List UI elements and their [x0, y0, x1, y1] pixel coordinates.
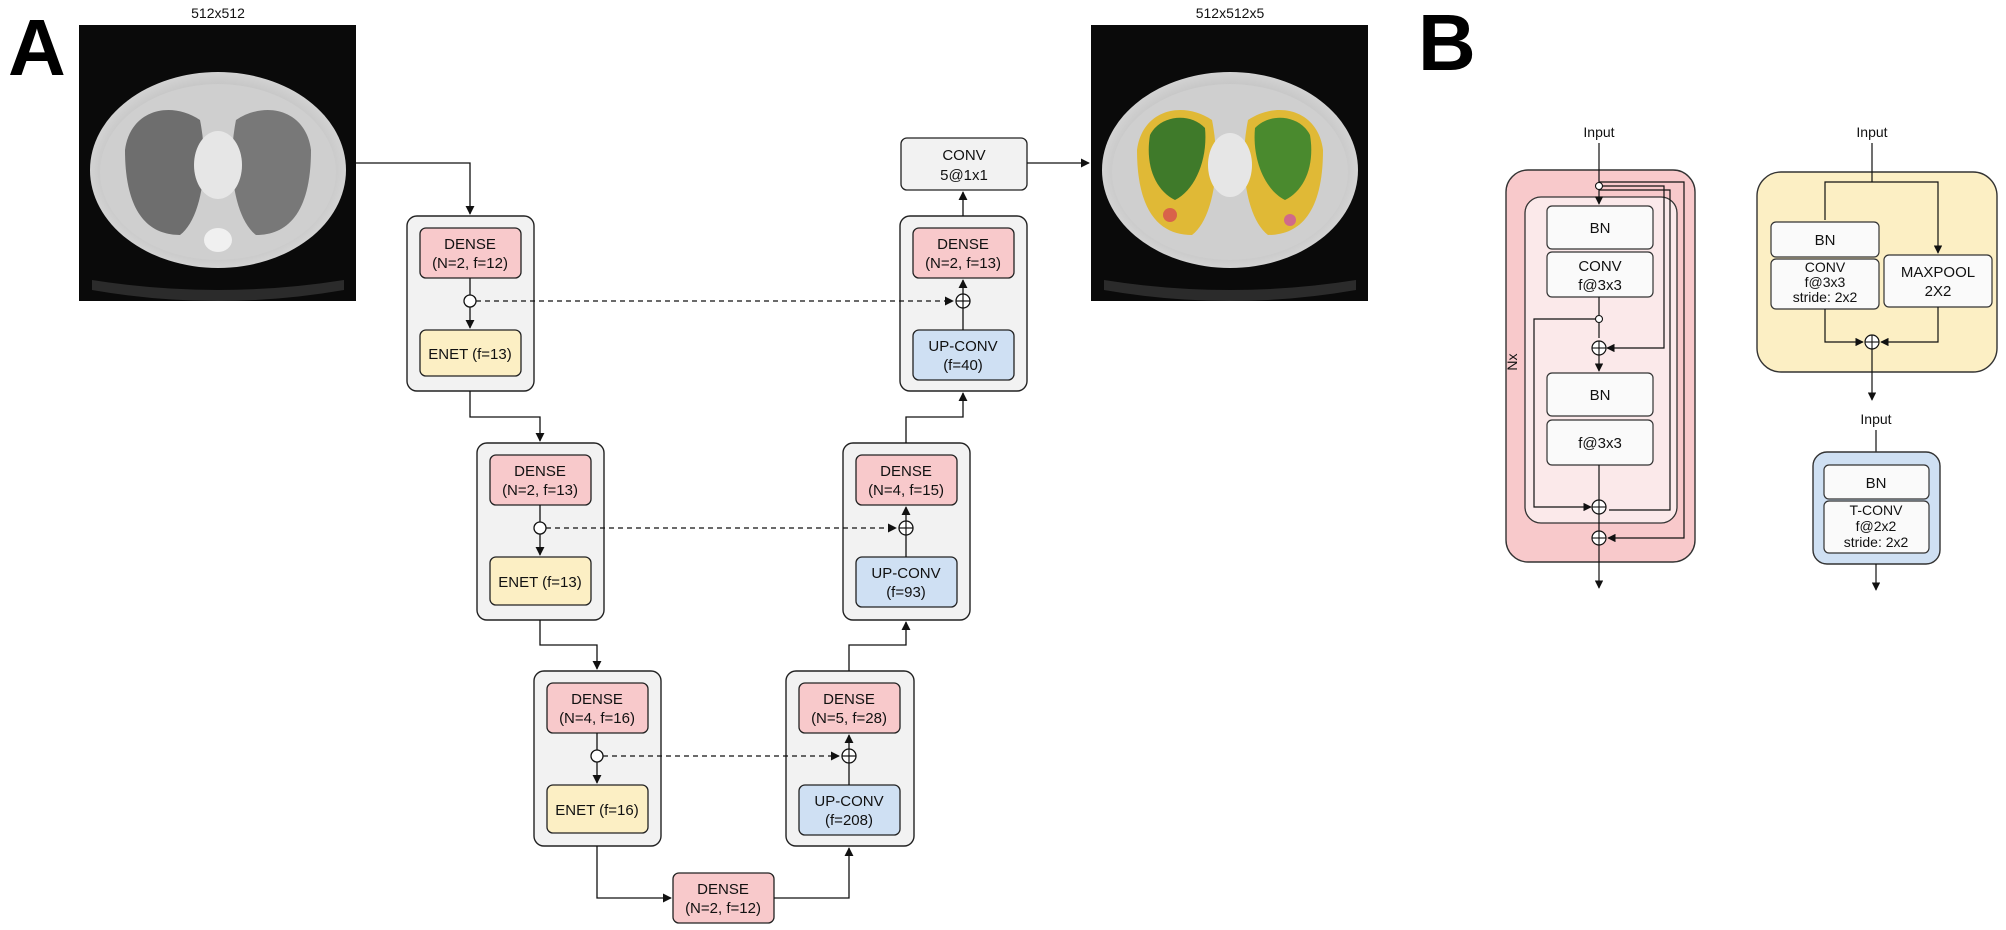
dense-bn2-label: BN: [1590, 387, 1611, 404]
decoder-1-upconv-params: (f=40): [943, 357, 983, 374]
skip-node-3: [590, 749, 604, 763]
enet-block-detail: Input BN CONV f@3x3 stride: 2x2 MAXPOOL …: [1756, 124, 1998, 401]
decoder-level-3: DENSE (N=5, f=28) UP-CONV (f=208): [785, 670, 915, 847]
encoder-2-enet-box: [489, 556, 592, 606]
tconv-box: [1823, 500, 1930, 554]
final-conv-title: CONV: [942, 147, 985, 164]
decoder-1-dense-box: [912, 227, 1015, 279]
input-ct-image: [79, 25, 356, 301]
skip-node-2: [533, 521, 547, 535]
enet-maxpool-size: 2X2: [1925, 283, 1952, 300]
dense-conv1-title: CONV: [1578, 258, 1621, 275]
decoder-3-dense-params: (N=5, f=28): [811, 710, 887, 727]
dense-conv2-label: f@3x3: [1578, 435, 1622, 452]
tconv-filter: f@2x2: [1856, 518, 1897, 534]
output-segmentation-image: [1091, 25, 1368, 301]
dense-repeat-label: Nx: [1504, 353, 1520, 370]
decoder-3-dense-box: [798, 682, 901, 734]
bottleneck-title: DENSE: [697, 881, 749, 898]
dense-bn1-box: [1546, 205, 1654, 250]
encoder-3-dense-title: DENSE: [571, 691, 623, 708]
decoder-3-upconv-params: (f=208): [825, 812, 873, 829]
decoder-1-dense-params: (N=2, f=13): [925, 255, 1001, 272]
encoder-level-1: DENSE (N=2, f=12) ENET (f=13): [406, 215, 535, 392]
dense-conv1-box: [1546, 251, 1654, 298]
enet-conv-filter: f@3x3: [1805, 274, 1846, 290]
dense-block-detail: Input Nx BN CONV f@3x3 BN f@3x3: [1504, 124, 1696, 589]
final-conv-box: [900, 137, 1028, 191]
encoder-level-2: DENSE (N=2, f=13) ENET (f=13): [476, 442, 605, 621]
decoder-2-dense-params: (N=4, f=15): [868, 482, 944, 499]
dense-bn2-box: [1546, 372, 1654, 417]
encoder-3-enet-label: ENET (f=16): [555, 802, 639, 819]
encoder-1-enet-label: ENET (f=13): [428, 346, 512, 363]
dense-input-label: Input: [1583, 124, 1614, 140]
encoder-3-dense-params: (N=4, f=16): [559, 710, 635, 727]
encoder-3-enet-box: [546, 784, 649, 834]
tconv-title: T-CONV: [1850, 502, 1904, 518]
output-size-label: 512x512x5: [1196, 5, 1265, 21]
decoder-3-dense-title: DENSE: [823, 691, 875, 708]
decoder-2-upconv-title: UP-CONV: [871, 565, 940, 582]
tconv-stride: stride: 2x2: [1844, 534, 1909, 550]
decoder-level-2: DENSE (N=4, f=15) UP-CONV (f=93): [842, 442, 971, 621]
flow-connectors: [356, 158, 1090, 903]
enet-bn-label: BN: [1815, 232, 1836, 249]
upconv-input-label: Input: [1860, 411, 1891, 427]
panel-b-letter: B: [1418, 0, 1476, 87]
decoder-2-dense-box: [855, 454, 958, 506]
decoder-3-upconv-title: UP-CONV: [814, 793, 883, 810]
skip-node-1: [463, 294, 477, 308]
panel-a-letter: A: [8, 3, 66, 92]
enet-conv-stride: stride: 2x2: [1793, 289, 1858, 305]
decoder-2-upconv-params: (f=93): [886, 584, 926, 601]
enet-conv-title: CONV: [1805, 259, 1846, 275]
skip-connections: [476, 296, 954, 761]
dense-conv2-box: [1546, 419, 1654, 466]
encoder-2-dense-params: (N=2, f=13): [502, 482, 578, 499]
dense-conv1-params: f@3x3: [1578, 277, 1622, 294]
input-size-label: 512x512: [191, 5, 245, 21]
upconv-bn-box: [1823, 464, 1930, 500]
enet-bn-box: [1770, 221, 1880, 258]
upconv-block-detail: Input BN T-CONV f@2x2 stride: 2x2: [1812, 411, 1941, 591]
encoder-2-enet-label: ENET (f=13): [498, 574, 582, 591]
decoder-1-upconv-title: UP-CONV: [928, 338, 997, 355]
encoder-2-dense-title: DENSE: [514, 463, 566, 480]
final-conv-params: 5@1x1: [940, 167, 988, 184]
decoder-1-dense-title: DENSE: [937, 236, 989, 253]
decoder-level-1: DENSE (N=2, f=13) UP-CONV (f=40): [899, 215, 1028, 392]
encoder-1-dense-title: DENSE: [444, 236, 496, 253]
encoder-level-3: DENSE (N=4, f=16) ENET (f=16): [533, 670, 662, 847]
dense-bn1-label: BN: [1590, 220, 1611, 237]
bottleneck-params: (N=2, f=12): [685, 900, 761, 917]
decoder-2-dense-title: DENSE: [880, 463, 932, 480]
encoder-1-dense-params: (N=2, f=12): [432, 255, 508, 272]
encoder-1-enet-box: [419, 329, 522, 377]
upconv-bn-label: BN: [1866, 475, 1887, 492]
enet-maxpool-title: MAXPOOL: [1901, 264, 1975, 281]
enet-input-label: Input: [1856, 124, 1887, 140]
